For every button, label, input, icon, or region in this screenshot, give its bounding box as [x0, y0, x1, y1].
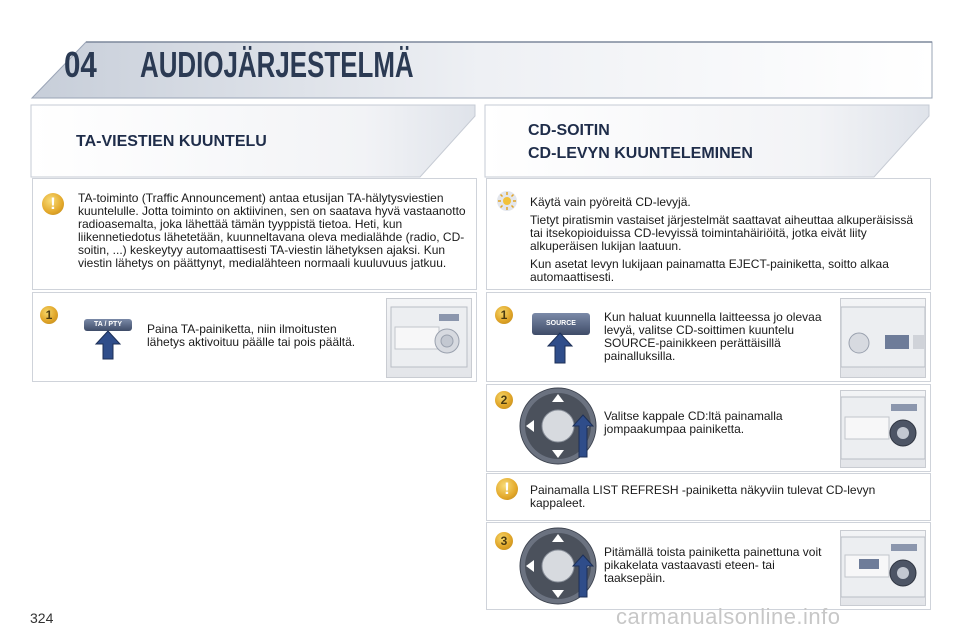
right-step1-text: Kun haluat kuunnella laitteessa jo oleva…	[604, 310, 822, 363]
radio-unit-image	[840, 390, 926, 468]
step-number-badge: 1	[40, 306, 58, 324]
navigation-pad-icon	[519, 527, 597, 605]
warning-icon: !	[496, 478, 518, 500]
watermark: carmanualsonline.info	[616, 604, 841, 629]
tip-line: Tietyt piratismin vastaiset järjestelmät…	[530, 213, 914, 253]
page-title: AUDIOJÄRJESTELMÄ	[140, 44, 414, 85]
navigation-pad-icon	[519, 387, 597, 465]
right-step3-text: Pitämällä toista painiketta painettuna v…	[604, 545, 822, 585]
right-warning-panel	[486, 473, 931, 521]
step-number-badge: 3	[495, 532, 513, 550]
right-section-title-2: CD-LEVYN KUUNTELEMINEN	[528, 145, 753, 162]
press-arrow-icon	[572, 414, 594, 458]
warning-icon: !	[42, 193, 64, 215]
right-step2-text: Valitse kappale CD:ltä painamalla jompaa…	[604, 409, 783, 436]
step-number-badge: 1	[495, 306, 513, 324]
radio-unit-image	[840, 298, 926, 378]
right-warning-text: Painamalla LIST REFRESH -painiketta näky…	[530, 483, 876, 510]
right-section-header-box	[484, 104, 930, 178]
press-arrow-icon	[546, 332, 574, 364]
right-tip-panel	[486, 178, 931, 290]
tip-line: Kun asetat levyn lukijaan painamatta EJE…	[530, 257, 889, 284]
right-tip-text: Käytä vain pyöreitä CD-levyjä. Tietyt pi…	[530, 196, 920, 284]
left-section-header-box	[30, 104, 476, 178]
left-section-title: TA-VIESTIEN KUUNTELU	[76, 133, 267, 150]
left-warning-panel	[32, 178, 477, 290]
ta-pty-button-icon: TA / PTY	[84, 319, 132, 331]
tip-line: Käytä vain pyöreitä CD-levyjä.	[530, 195, 691, 209]
press-arrow-icon	[572, 554, 594, 598]
page-number: 324	[30, 610, 54, 626]
left-warning-text: TA-toiminto (Traffic Announcement) antaa…	[78, 191, 466, 270]
chapter-number: 04	[64, 44, 97, 85]
source-button-icon: SOURCE	[532, 313, 590, 335]
left-step1-text: Paina TA-painiketta, niin ilmoitusten lä…	[147, 322, 356, 349]
press-arrow-icon	[94, 330, 122, 360]
header-band	[30, 41, 933, 99]
radio-unit-image	[386, 298, 472, 378]
right-section-title-1: CD-SOITIN	[528, 122, 610, 139]
step-number-badge: 2	[495, 391, 513, 409]
radio-unit-image	[840, 530, 926, 606]
tip-sun-icon	[497, 191, 517, 211]
